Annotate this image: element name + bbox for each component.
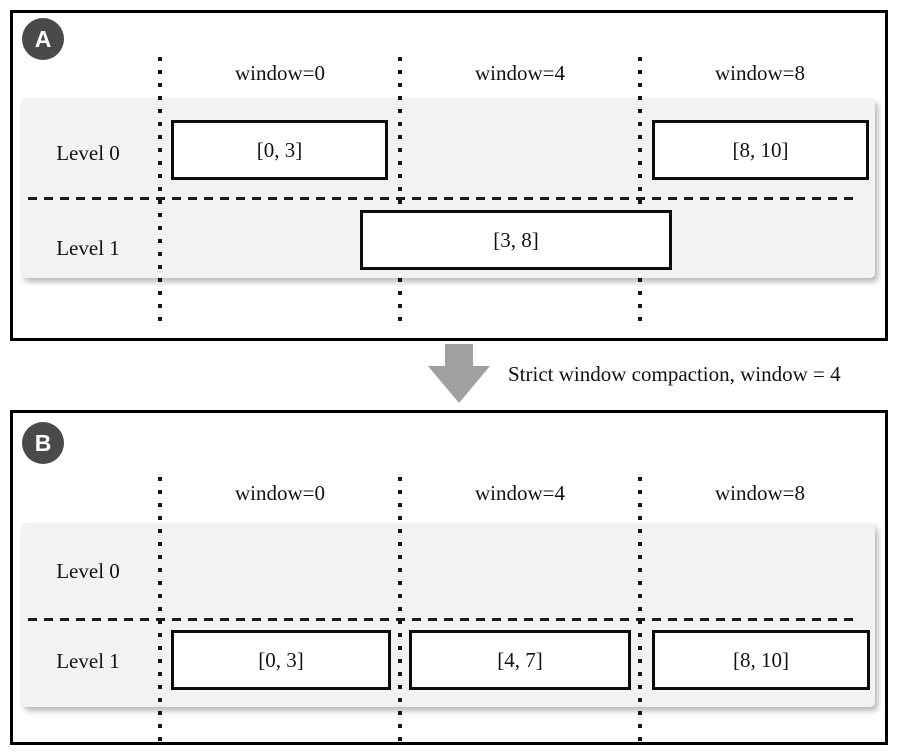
panel-a: A window=0 window=4 window=8 Level 0 Lev… xyxy=(10,10,888,341)
sstable-box: [3, 8] xyxy=(360,210,672,270)
sstable-box: [8, 10] xyxy=(652,120,869,180)
sstable-box: [4, 7] xyxy=(409,630,631,690)
column-header-window-8: window=8 xyxy=(714,481,805,505)
window-gridline-4 xyxy=(398,477,402,741)
window-gridline-0 xyxy=(158,57,162,330)
transition-caption: Strict window compaction, window = 4 xyxy=(508,362,841,386)
panel-a-inner: A window=0 window=4 window=8 Level 0 Lev… xyxy=(13,13,885,338)
level-1-label: Level 1 xyxy=(56,236,120,260)
level-0-label: Level 0 xyxy=(56,559,120,583)
down-arrow-icon xyxy=(445,344,473,367)
column-header-window-0: window=0 xyxy=(234,61,325,85)
down-arrow-icon-head xyxy=(428,366,490,403)
column-header-window-4: window=4 xyxy=(474,481,565,505)
window-gridline-0 xyxy=(158,477,162,741)
window-gridline-4 xyxy=(398,57,402,330)
column-header-window-8: window=8 xyxy=(714,61,805,85)
level-separator-dashed-line xyxy=(28,197,856,200)
level-separator-dashed-line xyxy=(28,618,856,621)
sstable-box: [8, 10] xyxy=(652,630,870,690)
panel-b-badge: B xyxy=(22,422,64,464)
level-1-label: Level 1 xyxy=(56,649,120,673)
level-0-label: Level 0 xyxy=(56,141,120,165)
column-header-window-4: window=4 xyxy=(474,61,565,85)
column-header-window-0: window=0 xyxy=(234,481,325,505)
panel-b-inner: B window=0 window=4 window=8 Level 0 Lev… xyxy=(13,413,885,742)
sstable-box: [0, 3] xyxy=(171,630,391,690)
panel-a-badge: A xyxy=(22,18,64,60)
sstable-box: [0, 3] xyxy=(171,120,388,180)
window-gridline-8 xyxy=(638,57,642,330)
window-gridline-8 xyxy=(638,477,642,741)
panel-b: B window=0 window=4 window=8 Level 0 Lev… xyxy=(10,410,888,745)
